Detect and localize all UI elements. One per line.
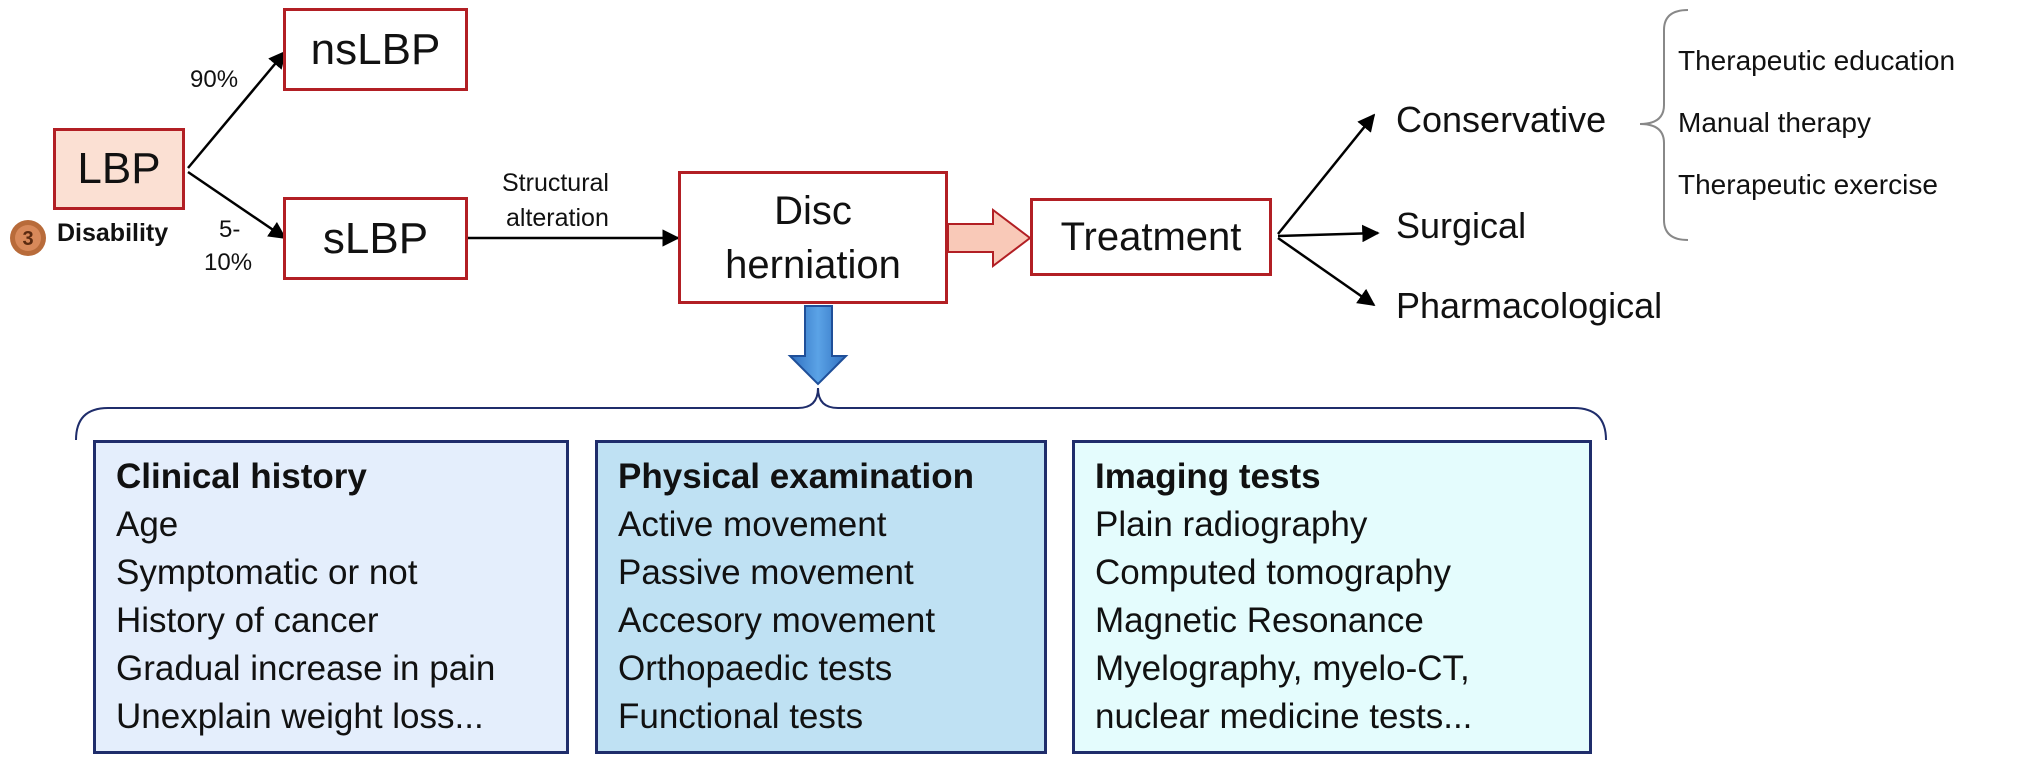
physical-examination-box: Physical examination Active movement Pas…	[595, 440, 1047, 754]
block-arrow-down	[787, 305, 849, 386]
box-item: Passive movement	[618, 553, 914, 592]
structural-label: Structural	[502, 169, 609, 197]
surgical-label: Surgical	[1396, 205, 1527, 246]
box-item: Magnetic Resonance	[1095, 601, 1424, 640]
pharmacological-label: Pharmacological	[1396, 285, 1663, 326]
alteration-label: alteration	[506, 204, 609, 232]
disc-herniation-node: Disc herniation	[678, 171, 948, 304]
box-title: Imaging tests	[1095, 457, 1321, 496]
pct-5-label: 5-	[219, 216, 241, 243]
disability-label: Disability	[57, 219, 169, 247]
svg-text:3: 3	[22, 228, 33, 250]
box-item: Orthopaedic tests	[618, 649, 893, 688]
imaging-tests-box: Imaging tests Plain radiography Computed…	[1072, 440, 1592, 754]
conservative-item: Therapeutic education	[1678, 45, 1956, 76]
box-item: Plain radiography	[1095, 505, 1368, 544]
clinical-history-box: Clinical history Age Symptomatic or not …	[93, 440, 569, 754]
box-item: Computed tomography	[1095, 553, 1452, 592]
slbp-label: sLBP	[322, 213, 429, 263]
box-item: History of cancer	[116, 601, 379, 640]
pct-10-label: 10%	[204, 249, 253, 276]
lbp-label: LBP	[77, 144, 161, 193]
conservative-item: Manual therapy	[1678, 107, 1872, 138]
conservative-label: Conservative	[1396, 99, 1607, 140]
box-item: Myelography, myelo-CT,	[1095, 649, 1470, 688]
conservative-item: Therapeutic exercise	[1678, 169, 1938, 200]
box-item: Unexplain weight loss...	[116, 697, 484, 736]
lbp-node: LBP	[53, 128, 185, 210]
arrow-lbp-to-nslbp	[187, 50, 287, 169]
box-item: nuclear medicine tests...	[1095, 697, 1473, 736]
disc-label-line1: Disc	[774, 188, 852, 233]
box-item: Symptomatic or not	[116, 553, 418, 592]
disc-label-line2: herniation	[725, 242, 901, 287]
box-title: Physical examination	[618, 457, 974, 496]
diagnosis-brace	[75, 387, 1607, 441]
box-item: Gradual increase in pain	[116, 649, 496, 688]
box-item: Active movement	[618, 505, 887, 544]
conservative-brace	[1639, 9, 1689, 241]
arrow-lbp-to-slbp	[187, 170, 287, 240]
slbp-node: sLBP	[283, 197, 468, 280]
arrow-to-surgical	[1277, 224, 1380, 243]
box-title: Clinical history	[116, 457, 367, 496]
box-item: Accesory movement	[618, 601, 936, 640]
arrow-to-conservative	[1277, 113, 1376, 235]
box-item: Age	[116, 505, 179, 544]
box-item: Functional tests	[618, 697, 864, 736]
nslbp-label: nsLBP	[310, 24, 441, 74]
medal-icon: 3	[9, 219, 47, 257]
treatment-label: Treatment	[1060, 214, 1242, 259]
treatment-node: Treatment	[1030, 198, 1272, 276]
nslbp-node: nsLBP	[283, 8, 468, 91]
arrow-to-pharmacological	[1277, 236, 1376, 307]
block-arrow-to-treatment	[947, 207, 1032, 269]
pct-90-label: 90%	[190, 66, 239, 93]
